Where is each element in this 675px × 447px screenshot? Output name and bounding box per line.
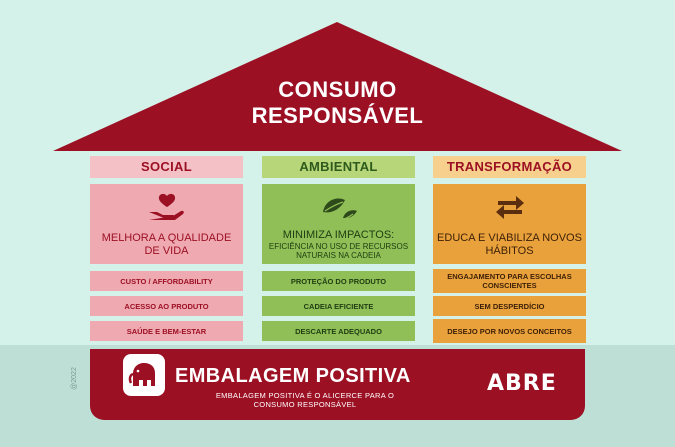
roof-shape [53,22,622,151]
social-item: CUSTO / AFFORDABILITY [90,271,243,291]
social-item: SAÚDE E BEM-ESTAR [90,321,243,341]
environmental-item: DESCARTE ADEQUADO [262,321,415,341]
environmental-card-subtitle: Eficiência no uso de recursos naturais n… [268,242,409,260]
copyright-text: @2022 [70,367,78,390]
environmental-item: CADEIA EFICIENTE [262,296,415,316]
environmental-card: Minimiza impactos: Eficiência no uso de … [262,184,415,264]
transformation-item: SEM DESPERDÍCIO [433,296,586,316]
base-title: EMBALAGEM POSITIVA [175,365,411,387]
roof-title-line2: RESPONSÁVEL [251,103,424,128]
transformation-item: DESEJO POR NOVOS CONCEITOS [433,319,586,343]
environmental-card-title: Minimiza impactos: [282,229,395,241]
base-subtitle: Embalagem positiva é o alicerce para o c… [215,391,395,409]
transformation-heading: TRANSFORMAÇÃO [433,156,586,178]
foundation-base [90,349,585,420]
social-card-title: Melhora a qualidade de vida [101,232,232,257]
elephant-icon [123,354,165,401]
social-heading: SOCIAL [90,156,243,178]
roof-title-line1: CONSUMO [278,77,397,102]
transformation-item: ENGAJAMENTO PARA ESCOLHAS CONSCIENTES [433,269,586,293]
environmental-item: PROTEÇÃO DO PRODUTO [262,271,415,291]
environmental-heading: AMBIENTAL [262,156,415,178]
abre-logo: ABRE [487,371,557,396]
transformation-card: Educa e viabiliza novos hábitos [433,184,586,264]
transformation-card-title: Educa e viabiliza novos hábitos [437,232,582,257]
exchange-arrows-icon [433,192,586,227]
social-item: ACESSO AO PRODUTO [90,296,243,316]
leaves-icon [262,192,415,229]
social-card: Melhora a qualidade de vida [90,184,243,264]
hand-heart-icon [90,192,243,227]
roof [53,22,622,151]
